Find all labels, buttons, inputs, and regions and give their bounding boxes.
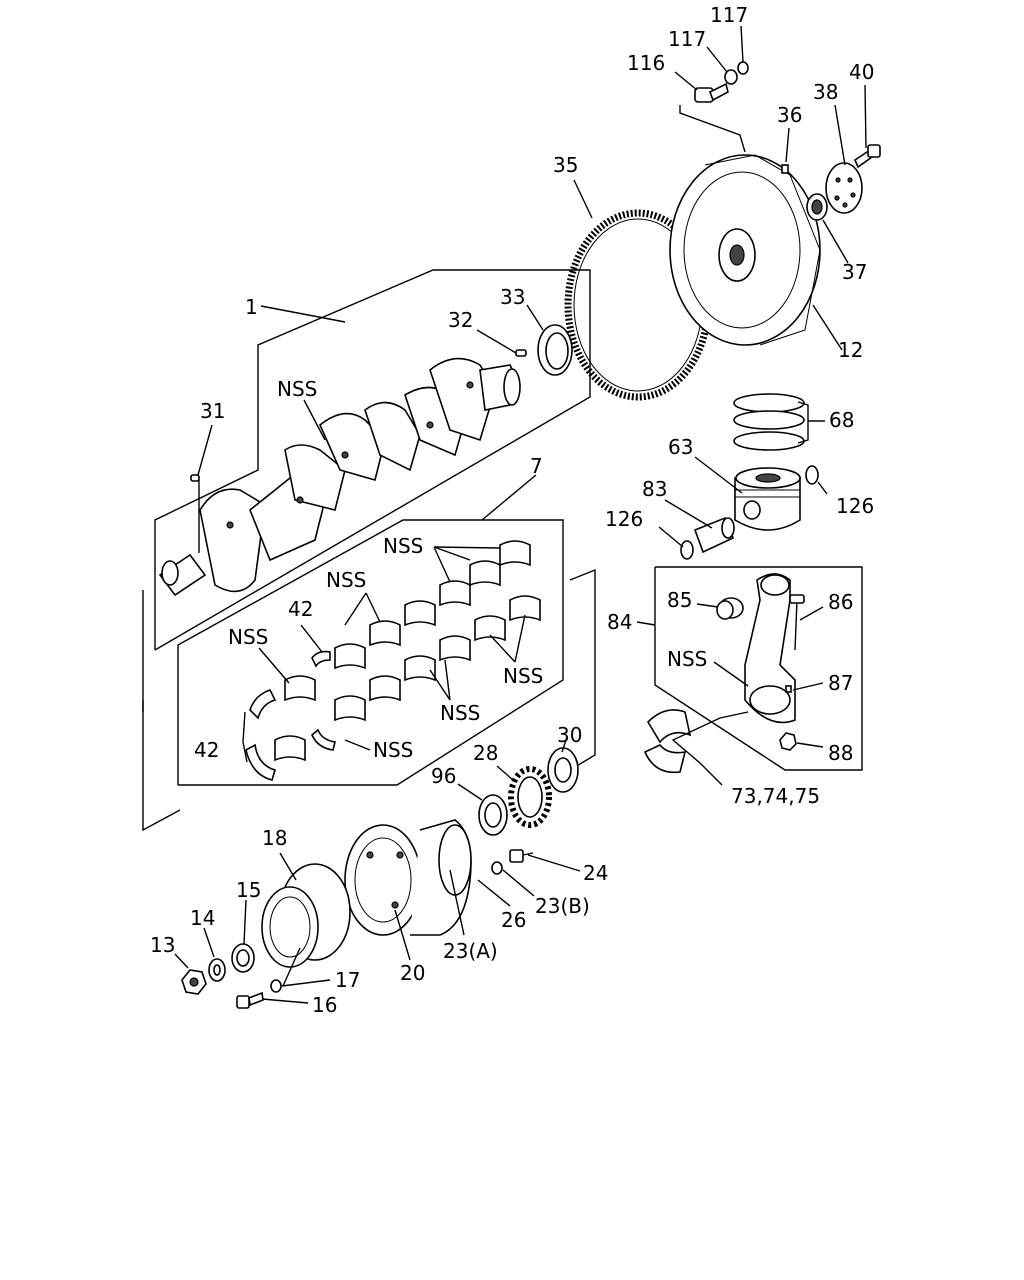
label-87: 87 [828,671,853,695]
label-83: 83 [642,477,667,501]
label-nss-bearing-mid: NSS [326,568,366,592]
label-7: 7 [530,454,543,478]
label-14: 14 [190,906,215,930]
oil-seal-33 [537,324,573,376]
label-36: 36 [777,103,802,127]
label-18: 18 [262,826,287,850]
label-nss-bearing-bottom: NSS [373,738,413,762]
dowel-87 [785,685,792,693]
nut-13 [181,969,207,995]
pulley-20 [344,819,472,936]
bolt-24 [509,849,534,863]
washer-17 [270,979,282,993]
label-31: 31 [200,399,225,423]
collar-15 [231,943,255,973]
label-nss-bearing-top: NSS [383,534,423,558]
bolt-116 [694,82,729,103]
piston-rings-68 [733,393,805,451]
label-84: 84 [607,610,632,634]
label-32: 32 [448,308,473,332]
label-42-upper: 42 [288,597,313,621]
label-68: 68 [829,408,854,432]
label-15: 15 [236,878,261,902]
label-88: 88 [828,741,853,765]
label-117-upper: 117 [710,3,748,27]
pin-32 [515,349,527,357]
label-85: 85 [667,588,692,612]
bolt-40 [854,144,881,169]
label-nss-bearing-left: NSS [228,625,268,649]
pilot-bearing-37 [806,193,828,221]
label-23a: 23(A) [443,939,498,963]
main-bearing-set-7 [245,540,541,781]
label-17: 17 [335,968,360,992]
spacer-30 [547,747,579,793]
piston-pin-83 [693,516,735,554]
washer-117a [724,69,738,85]
label-nss-bearing-right: NSS [503,664,543,688]
label-26: 26 [501,908,526,932]
label-12: 12 [838,338,863,362]
nut-88 [779,732,797,751]
label-28: 28 [473,741,498,765]
dowel-36 [781,164,789,174]
key-31 [190,474,200,482]
label-nss-bearing-lower: NSS [440,701,480,725]
label-73-74-75: 73,74,75 [731,784,820,808]
label-16: 16 [312,993,337,1017]
label-117-lower: 117 [668,27,706,51]
part-labels: 1 7 12 13 14 15 16 17 18 20 23(A) 23(B) … [150,3,874,1017]
label-126-right: 126 [836,494,874,518]
bushing-85 [716,597,744,620]
label-37: 37 [842,260,867,284]
label-96: 96 [431,764,456,788]
label-30: 30 [557,723,582,747]
label-42-lower: 42 [194,738,219,762]
label-33: 33 [500,285,525,309]
label-38: 38 [813,80,838,104]
label-1: 1 [245,295,258,319]
rod-bearings-73-74-75 [643,709,692,774]
label-20: 20 [400,961,425,985]
washer-14 [208,958,226,982]
clip-126b [805,465,819,485]
washer-117b [737,61,749,75]
damper-pulley-18 [261,863,351,968]
label-35: 35 [553,153,578,177]
label-40: 40 [849,60,874,84]
connecting-rod-84 [744,573,796,724]
label-nss-crankshaft: NSS [277,377,317,401]
flywheel-12 [669,154,821,346]
seal-96 [478,794,508,836]
piston-63 [734,467,801,531]
label-24: 24 [583,861,608,885]
label-23b: 23(B) [535,894,590,918]
label-63: 63 [668,435,693,459]
plate-38 [825,162,863,214]
clip-126a [680,540,694,560]
washer-23b [491,861,503,875]
crank-gear-28 [508,766,552,828]
label-126-left: 126 [605,507,643,531]
bolt-86 [789,594,805,651]
label-86: 86 [828,590,853,614]
crankshaft [158,357,521,597]
label-13: 13 [150,933,175,957]
label-nss-conrod: NSS [667,647,707,671]
bolt-16 [236,991,264,1009]
label-116: 116 [627,51,665,75]
leader-lines [174,25,867,1004]
